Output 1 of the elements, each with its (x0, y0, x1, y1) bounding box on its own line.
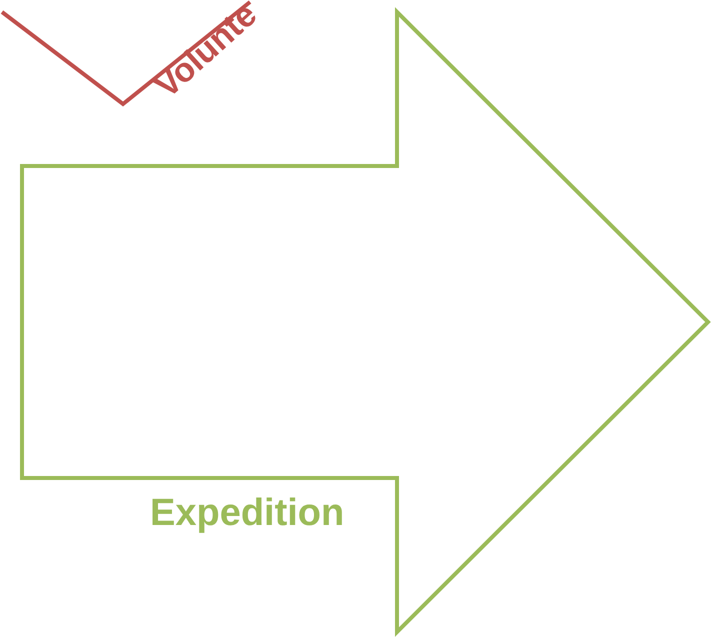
shape-label: Expedition (150, 494, 344, 532)
